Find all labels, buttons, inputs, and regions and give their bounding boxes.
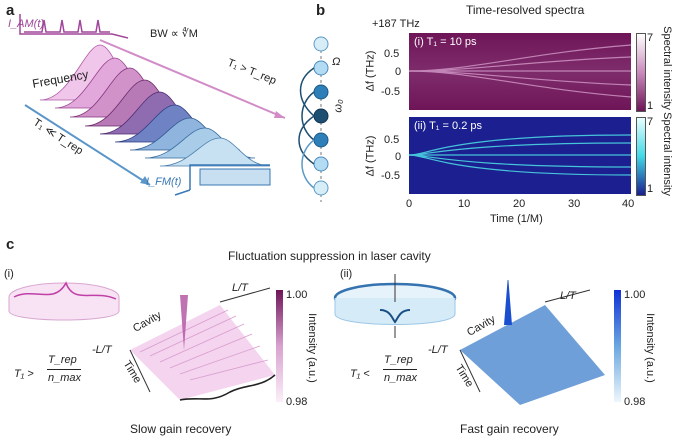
cavity-ring-fast: [333, 274, 457, 338]
xtick-30: 30: [568, 198, 581, 210]
heatmap-top: [409, 33, 631, 110]
cbar-fast-max: 1.00: [624, 289, 646, 301]
cbar-top-min: 1: [647, 100, 654, 112]
neg-lt-slow: -L/T: [92, 344, 112, 356]
cbar-bottom-label: Spectral intensity: [661, 112, 673, 196]
cbar-bottom-max: 7: [647, 116, 654, 128]
ytick-bottom-0.5: 0.5: [384, 134, 400, 146]
ylabel-bottom: Δf (THz): [364, 135, 377, 177]
xtick-40: 40: [622, 198, 635, 210]
panel-b-title: Time-resolved spectra: [466, 3, 585, 17]
xtick-20: 20: [513, 198, 526, 210]
pos-lt-fast: L/T: [560, 290, 576, 302]
cbar-slow-max: 1.00: [286, 289, 308, 301]
panel-b-label: b: [316, 2, 326, 19]
fast-recovery-label: Fast gain recovery: [460, 422, 559, 436]
cbar-fast-min: 0.98: [624, 396, 646, 408]
frequency-offset: +187 THz: [372, 18, 420, 30]
xlabel: Time (1/M): [490, 213, 543, 225]
mode-ladder: [298, 36, 329, 202]
xtick-0: 0: [406, 198, 413, 210]
frac-den-fast: n_max: [384, 372, 418, 384]
cavity-ring-slow: [8, 281, 120, 321]
cond-fast: T₁ <: [350, 368, 370, 380]
cond-slow: T₁ >: [14, 368, 34, 380]
ifm-label: I_FM(t): [146, 176, 182, 188]
omega-label: Ω: [332, 56, 341, 68]
pink-axis: [99, 39, 286, 119]
panel-a-figure: [19, 14, 286, 196]
colorbar-slow: [276, 290, 283, 402]
bandwidth-label: BW ∝ ∜M: [150, 28, 198, 40]
heatmap-bottom-label: (ii) T₁ = 0.2 ps: [414, 120, 483, 132]
colorbar-fast: [614, 290, 621, 402]
frac-den-slow: n_max: [48, 372, 82, 384]
omega0-label: ω₀: [332, 99, 345, 113]
panel-c-label: c: [6, 236, 15, 253]
iam-label: I_AM(t): [8, 18, 45, 30]
spectral-slices: [39, 44, 271, 167]
colorbar-bottom: [636, 117, 646, 196]
heatmap-bottom: [409, 117, 631, 194]
xtick-10: 10: [458, 198, 471, 210]
ifm-bar: [199, 168, 271, 186]
blue-axis: [24, 104, 151, 186]
cbar-fast-label: Intensity (a.u.): [644, 313, 656, 383]
panel-c-i: (i): [4, 268, 14, 280]
frac-num-slow: T_rep: [48, 354, 77, 366]
slow-recovery-label: Slow gain recovery: [130, 422, 232, 436]
cbar-slow-min: 0.98: [286, 396, 308, 408]
cbar-top-max: 7: [647, 32, 654, 44]
cbar-bottom-min: 1: [647, 183, 654, 195]
iam-pulse-train: [24, 19, 110, 33]
cbar-slow-label: Intensity (a.u.): [306, 313, 318, 383]
panel-a-label: a: [6, 2, 15, 19]
frac-num-fast: T_rep: [384, 354, 413, 366]
pos-lt-slow: L/T: [232, 282, 248, 294]
panel-c-ii: (ii): [340, 268, 353, 280]
surface-slow: [129, 287, 276, 401]
ytick-top-0.5: 0.5: [384, 48, 400, 60]
surface-fast: [459, 280, 605, 405]
ytick-bottom-0: 0: [395, 151, 402, 163]
panel-c-title: Fluctuation suppression in laser cavity: [228, 249, 431, 263]
ytick-top-0: 0: [395, 66, 402, 78]
ylabel-top: Δf (THz): [364, 50, 377, 92]
colorbar-top: [636, 33, 646, 112]
ytick-bottom-neg0.5: -0.5: [381, 170, 400, 182]
ytick-top-neg0.5: -0.5: [381, 86, 400, 98]
heatmap-top-label: (i) T₁ = 10 ps: [414, 36, 477, 48]
neg-lt-fast: -L/T: [428, 344, 448, 356]
